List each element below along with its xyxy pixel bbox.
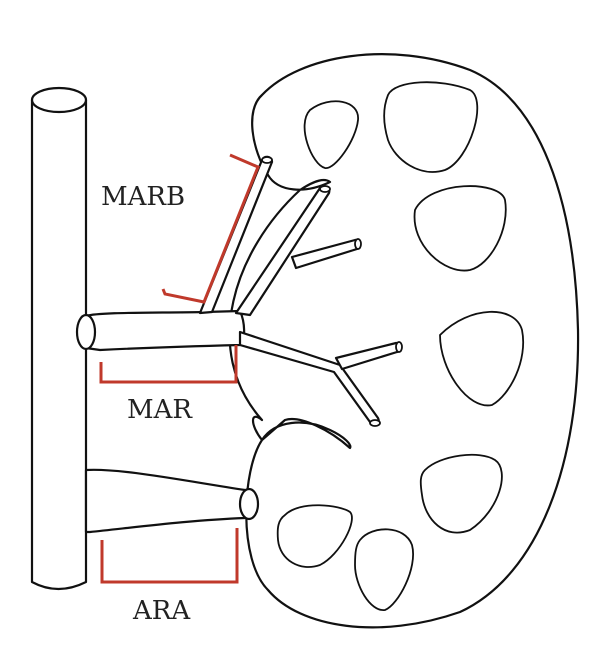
label-marb: MARB <box>101 182 185 212</box>
label-ara: ARA <box>132 596 191 626</box>
bracket-ara <box>102 528 237 582</box>
mar-bracket <box>101 345 236 382</box>
bracket-mar <box>101 345 236 382</box>
accessory-renal-artery <box>86 470 258 532</box>
label-mar: MAR <box>127 395 193 425</box>
ara-bracket <box>102 528 237 582</box>
